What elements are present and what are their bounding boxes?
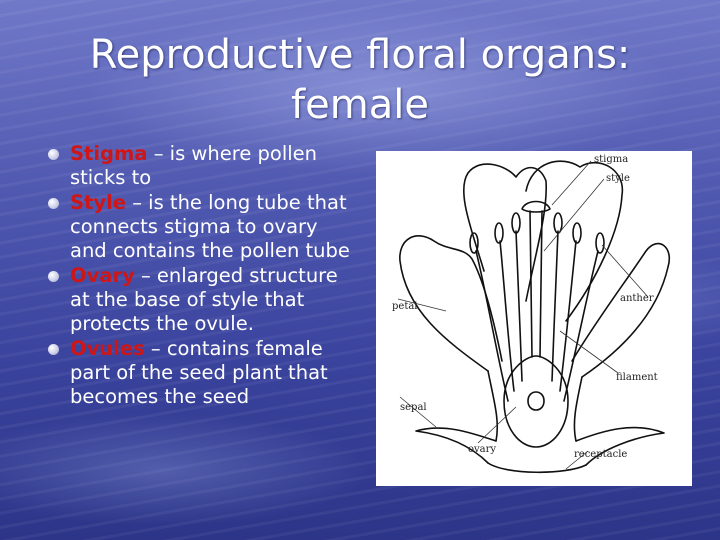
- receptacle-shape: [487, 462, 587, 474]
- bullet-dot-icon: [48, 271, 59, 282]
- petal-right-shape: [571, 242, 671, 378]
- definition-ovary: – enlarged structure at the base of styl…: [70, 264, 338, 335]
- bullet-stigma: Stigma – is where pollen sticks to: [48, 142, 358, 190]
- filament-4-shape: [551, 230, 559, 382]
- term-ovary: Ovary: [70, 264, 135, 287]
- title-line-2: female: [291, 82, 429, 128]
- bullet-dot-icon: [48, 344, 59, 355]
- ovary-shape: [503, 355, 569, 448]
- term-style: Style: [70, 191, 126, 214]
- label-stigma: stigma: [594, 154, 628, 165]
- filament-2-shape: [499, 240, 515, 392]
- stigma-shape: [521, 200, 551, 213]
- anther-2-shape: [494, 222, 504, 244]
- flower-diagram-svg: stigma style petal anther filament sepal…: [392, 154, 671, 474]
- title-line-1: Reproductive floral organs:: [89, 32, 631, 78]
- label-sepal: sepal: [400, 402, 427, 413]
- bullet-dot-icon: [48, 149, 59, 160]
- petal-back-left-shape: [462, 163, 548, 302]
- filament-3-shape: [515, 230, 523, 382]
- sepal-right-shape: [575, 426, 665, 466]
- anther-3-shape: [511, 212, 521, 234]
- definition-stigma: – is where pollen sticks to: [70, 142, 318, 189]
- label-ovary: ovary: [468, 444, 496, 455]
- label-petal: petal: [392, 301, 418, 312]
- bullet-ovary: Ovary – enlarged structure at the base o…: [48, 264, 358, 336]
- anther-5-shape: [572, 222, 582, 244]
- bullet-ovules: Ovules – contains female part of the see…: [48, 337, 358, 409]
- bullet-list: Stigma – is where pollen sticks to Style…: [48, 142, 358, 410]
- label-filament: filament: [616, 372, 658, 383]
- anther-1-shape: [469, 232, 479, 254]
- definition-style: – is the long tube that connects stigma …: [70, 191, 350, 262]
- slide-title: Reproductive floral organs: female: [0, 30, 720, 130]
- style-shape: [529, 210, 543, 358]
- filament-1-shape: [475, 250, 509, 402]
- filament-6-shape: [563, 250, 599, 402]
- term-stigma: Stigma: [70, 142, 148, 165]
- corolla-tube-shape: [487, 370, 583, 442]
- label-anther: anther: [620, 293, 654, 304]
- definition-ovules: – contains female part of the seed plant…: [70, 337, 328, 408]
- bullet-style: Style – is the long tube that connects s…: [48, 191, 358, 263]
- sepal-left-shape: [415, 427, 497, 464]
- petal-back-right-shape: [525, 160, 624, 322]
- ovule-shape: [527, 391, 545, 411]
- label-receptacle: receptacle: [574, 449, 627, 460]
- label-style: style: [606, 173, 630, 184]
- anther-4-shape: [553, 212, 563, 234]
- flower-diagram: stigma style petal anther filament sepal…: [376, 151, 692, 486]
- filament-5-shape: [559, 240, 577, 392]
- term-ovules: Ovules: [70, 337, 145, 360]
- anther-6-shape: [595, 232, 605, 254]
- bullet-dot-icon: [48, 198, 59, 209]
